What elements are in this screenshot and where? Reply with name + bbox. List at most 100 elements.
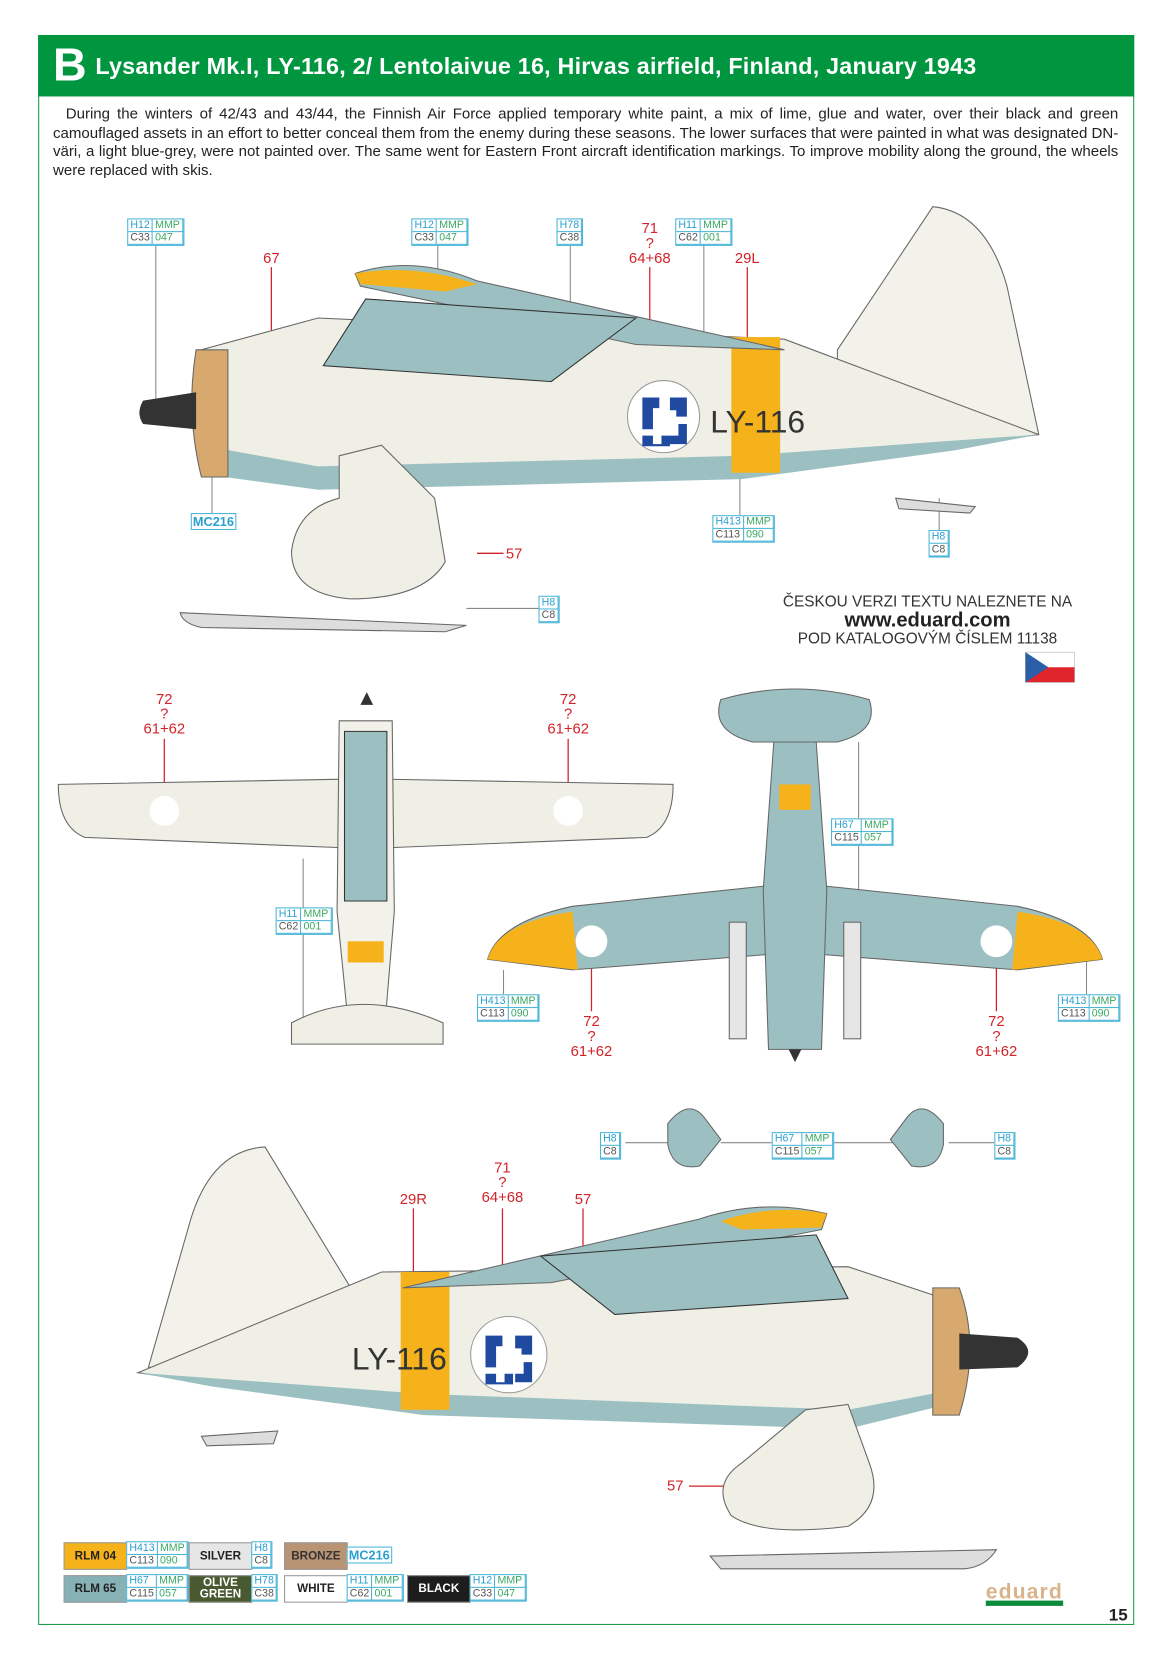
paint-code-m: MMP	[701, 219, 732, 233]
marking-number: 57	[666, 1476, 684, 1494]
paint-code-h: H67	[127, 1575, 158, 1588]
paint-code-n: 057	[861, 832, 893, 845]
paint-code-n: 001	[301, 921, 332, 934]
paint-code-n: 090	[508, 1008, 539, 1021]
page-number: 15	[1108, 1606, 1128, 1625]
paint-code-c: C113	[478, 1008, 509, 1021]
eduard-logo: eduard	[985, 1582, 1063, 1606]
side-view-right: LY-116	[135, 1146, 1029, 1570]
paint-code-c: C8	[252, 1555, 272, 1568]
paint-code-h: H413	[713, 516, 745, 529]
legend-swatch: BLACK	[407, 1575, 471, 1603]
paint-code-c: C113	[1058, 1008, 1090, 1021]
paint-code-m: MMP	[372, 1575, 403, 1588]
paint-code-c: C38	[557, 232, 583, 245]
marking-number: 72 ? 61+62	[975, 1012, 1018, 1059]
paint-code-c: C33	[470, 1587, 496, 1601]
paint-code-m: MMP	[508, 995, 539, 1009]
header-bar: B Lysander Mk.I, LY-116, 2/ Lentolaivue …	[38, 34, 1135, 97]
leader-lines	[155, 243, 1088, 1144]
legend-swatch: SILVER	[188, 1542, 253, 1570]
paint-code-h: H413	[127, 1542, 158, 1556]
paint-code-h: H413	[1058, 995, 1090, 1009]
paint-code-m: MMP	[495, 1575, 526, 1588]
paint-code-h: H413	[478, 995, 509, 1009]
paint-code-m: MMP	[157, 1575, 188, 1588]
paint-code-n: 057	[157, 1587, 188, 1601]
paint-code-c: C115	[832, 832, 862, 845]
paint-code-h: H11	[276, 908, 302, 922]
top-view	[57, 692, 674, 1045]
profile-letter: B	[52, 39, 87, 92]
marking-number: 71 ? 64+68	[481, 1158, 524, 1206]
paint-code-c: C62	[676, 232, 702, 245]
website-link[interactable]: www.eduard.com	[844, 609, 1011, 632]
paint-code-c: C8	[601, 1145, 620, 1159]
paint-code-n: 047	[495, 1587, 526, 1601]
paint-code-h: H11	[347, 1575, 373, 1588]
description-text: During the winters of 42/43 and 43/44, t…	[52, 105, 1119, 179]
bottom-view	[486, 688, 1104, 1063]
paint-code-h: H12	[412, 219, 438, 233]
side-view-left: LY-116	[139, 206, 1040, 633]
paint-code-c: C8	[929, 543, 949, 557]
paint-code-n: 047	[437, 232, 468, 245]
page-title: Lysander Mk.I, LY-116, 2/ Lentolaivue 16…	[95, 52, 977, 80]
paint-code-h: H67	[772, 1133, 803, 1146]
paint-code-n: 090	[744, 528, 775, 542]
paint-code-n: 090	[157, 1555, 188, 1568]
marking-number: 67	[263, 249, 280, 267]
marking-number: 29R	[399, 1190, 428, 1208]
paint-code-m: MMP	[744, 516, 775, 529]
paint-code-n: 047	[153, 232, 184, 245]
paint-code-n: 057	[802, 1145, 833, 1159]
marking-number: 57	[574, 1190, 592, 1208]
czech-flag-icon	[1025, 651, 1075, 683]
paint-code-c: C115	[772, 1145, 803, 1159]
paint-code-h: H12	[128, 219, 154, 233]
paint-code-c: C8	[539, 609, 559, 623]
paint-code-m: MMP	[437, 219, 468, 233]
paint-code-h: H12	[470, 1575, 496, 1588]
marking-number: 72 ? 61+62	[570, 1012, 613, 1059]
legend-swatch: WHITE	[284, 1575, 348, 1603]
paint-code-m: MMP	[861, 819, 893, 833]
paint-code-h: H11	[676, 219, 702, 233]
paint-code-m: MMP	[153, 219, 184, 233]
paint-code-m: MMP	[802, 1133, 833, 1146]
legend-mc-code: MC216	[346, 1546, 392, 1564]
ski-details	[667, 1108, 944, 1168]
marking-number: 72 ? 61+62	[547, 690, 590, 737]
legend-swatch: OLIVE GREEN	[188, 1575, 253, 1603]
paint-code-c: C38	[252, 1587, 278, 1601]
legend-swatch: RLM 65	[63, 1575, 128, 1603]
paint-code-c: C33	[412, 232, 438, 245]
paint-code-h: H8	[601, 1133, 620, 1146]
paint-code-h: H8	[252, 1542, 272, 1556]
mc216-callout: MC216	[190, 513, 237, 530]
paint-code-c: C33	[128, 232, 154, 245]
fuselage-code-left: LY-116	[710, 403, 805, 439]
marking-number: 29L	[734, 249, 760, 267]
legend-swatch: RLM 04	[63, 1542, 128, 1570]
paint-code-h: H67	[832, 819, 862, 833]
paint-code-n: 001	[372, 1587, 403, 1601]
paint-code-h: H78	[557, 219, 583, 233]
paint-code-c: C62	[347, 1587, 373, 1601]
marking-number: 57	[505, 544, 523, 562]
